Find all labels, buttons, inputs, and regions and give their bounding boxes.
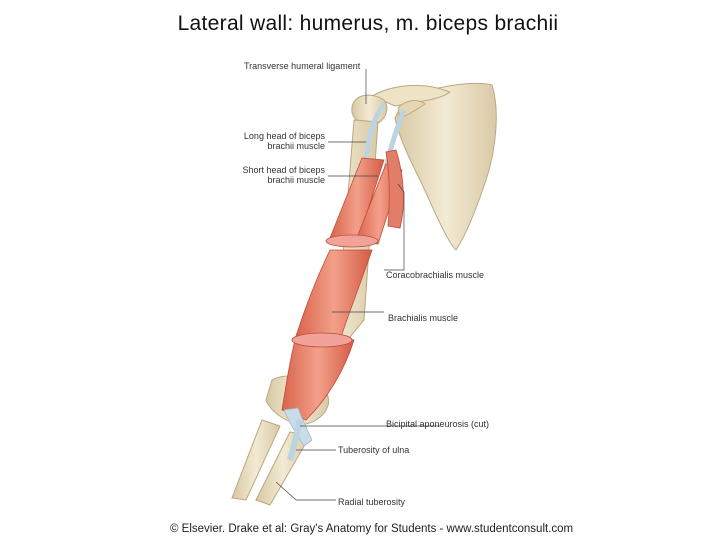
slide-title: Lateral wall: humerus, m. biceps brachii xyxy=(177,12,559,35)
biceps-lower xyxy=(281,335,355,421)
label-long-head-line2: brachii muscle xyxy=(267,141,325,151)
label-long-head: Long head of biceps brachii muscle xyxy=(215,131,325,151)
label-brachialis: Brachialis muscle xyxy=(388,313,459,323)
short-head-tendon xyxy=(383,109,407,169)
label-tuberosity-of-ulna: Tuberosity of ulna xyxy=(338,445,410,455)
label-coracobrachialis: Coracobrachialis muscle xyxy=(386,270,485,280)
long-head-tendon xyxy=(363,102,387,161)
biceps-lower-cut xyxy=(291,332,353,348)
label-short-head: Short head of biceps brachii muscle xyxy=(215,165,325,185)
ulna xyxy=(231,419,281,501)
distal-tendon xyxy=(287,419,303,461)
label-long-head-line1: Long head of biceps xyxy=(243,131,325,141)
copyright-credit: © Elsevier. Drake et al: Gray's Anatomy … xyxy=(170,523,574,535)
label-transverse-humeral-ligament: Transverse humeral ligament xyxy=(244,61,361,71)
biceps-cut-surface xyxy=(325,234,379,248)
label-short-head-line2: brachii muscle xyxy=(267,175,325,185)
coracobrachialis xyxy=(385,149,404,229)
label-radial-tuberosity: Radial tuberosity xyxy=(338,497,406,507)
label-bicipital-aponeurosis: Bicipital aponeurosis (cut) xyxy=(386,419,490,429)
label-short-head-line1: Short head of biceps xyxy=(242,165,325,175)
scapula xyxy=(394,82,497,251)
